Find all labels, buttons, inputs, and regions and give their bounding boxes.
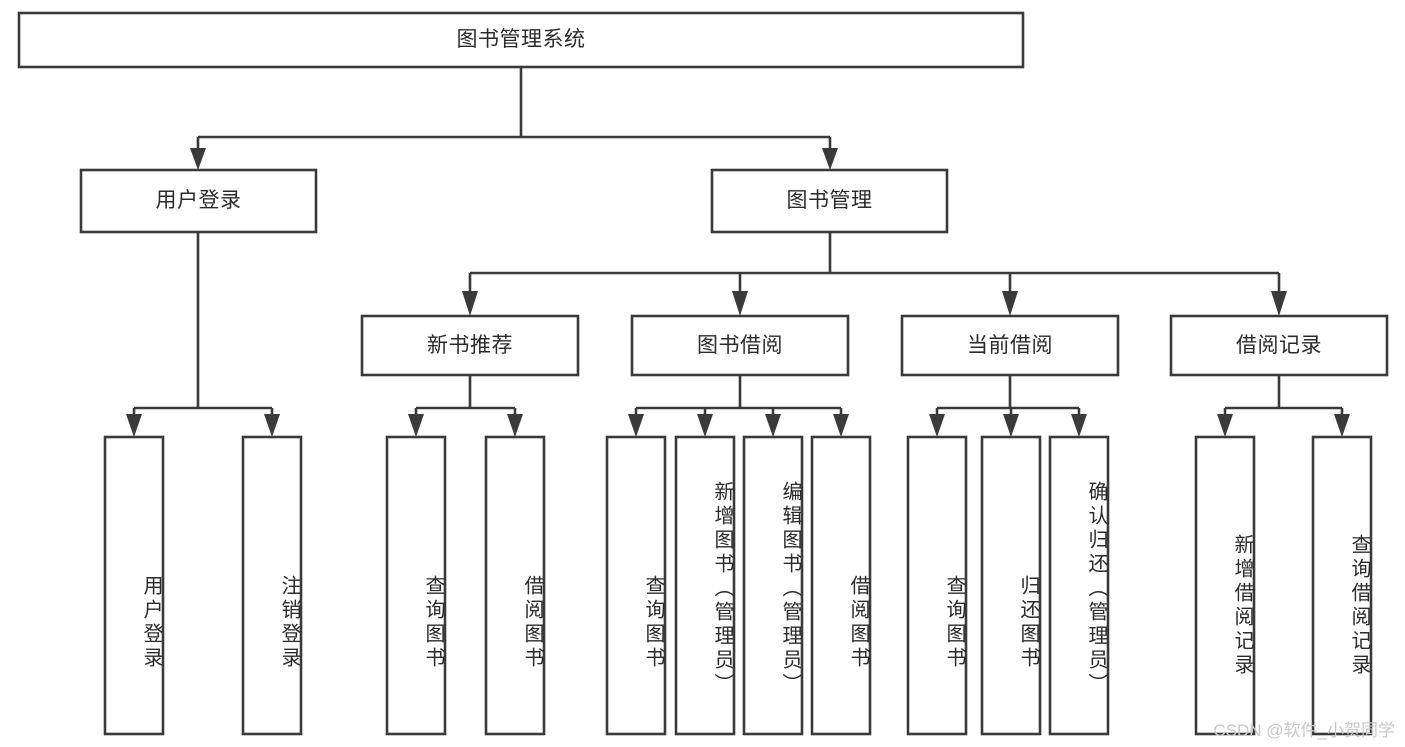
node-box-leaf-4[interactable] <box>484 435 546 736</box>
watermark-text: CSDN @软件_小贺同学 <box>1213 721 1395 740</box>
arrowhead-current-borrow <box>1002 291 1018 316</box>
node-box-root[interactable] <box>17 11 1025 69</box>
node-box-leaf-9[interactable] <box>906 435 968 736</box>
node-box-leaf-8[interactable] <box>810 435 872 736</box>
arrowhead-leaf-8 <box>833 414 849 437</box>
node-box-new-book-rec[interactable] <box>360 314 580 377</box>
arrowhead-book-borrow <box>732 291 748 316</box>
node-box-leaf-2[interactable] <box>241 435 303 736</box>
arrowhead-leaf-6 <box>697 414 713 437</box>
arrowhead-book-manage <box>822 148 838 170</box>
node-box-book-borrow[interactable] <box>630 314 850 377</box>
node-box-leaf-1[interactable] <box>103 435 165 736</box>
arrowhead-leaf-12 <box>1217 414 1233 437</box>
node-box-leaf-6[interactable] <box>674 435 736 736</box>
arrowhead-borrow-record <box>1271 291 1287 316</box>
node-box-leaf-11[interactable] <box>1048 435 1110 736</box>
arrowhead-leaf-4 <box>507 414 523 437</box>
node-box-user-login[interactable] <box>79 168 318 234</box>
node-box-borrow-record[interactable] <box>1169 314 1389 377</box>
node-box-leaf-12[interactable] <box>1194 435 1256 736</box>
node-box-leaf-3[interactable] <box>385 435 447 736</box>
arrowhead-leaf-2 <box>264 414 280 437</box>
arrowhead-leaf-7 <box>765 414 781 437</box>
node-box-book-manage[interactable] <box>710 168 949 234</box>
node-box-leaf-7[interactable] <box>742 435 804 736</box>
arrowhead-leaf-3 <box>408 414 424 437</box>
arrowhead-leaf-10 <box>1003 414 1019 437</box>
node-box-leaf-5[interactable] <box>605 435 667 736</box>
node-box-leaf-10[interactable] <box>980 435 1042 736</box>
arrowhead-leaf-13 <box>1334 414 1350 437</box>
node-box-leaf-13[interactable] <box>1311 435 1373 736</box>
arrowhead-new-book-rec <box>462 291 478 316</box>
arrowhead-leaf-5 <box>628 414 644 437</box>
arrowhead-leaf-9 <box>929 414 945 437</box>
arrowhead-user-login <box>190 148 206 170</box>
arrowhead-leaf-1 <box>126 414 142 437</box>
node-box-current-borrow[interactable] <box>900 314 1120 377</box>
arrowhead-leaf-11 <box>1071 414 1087 437</box>
